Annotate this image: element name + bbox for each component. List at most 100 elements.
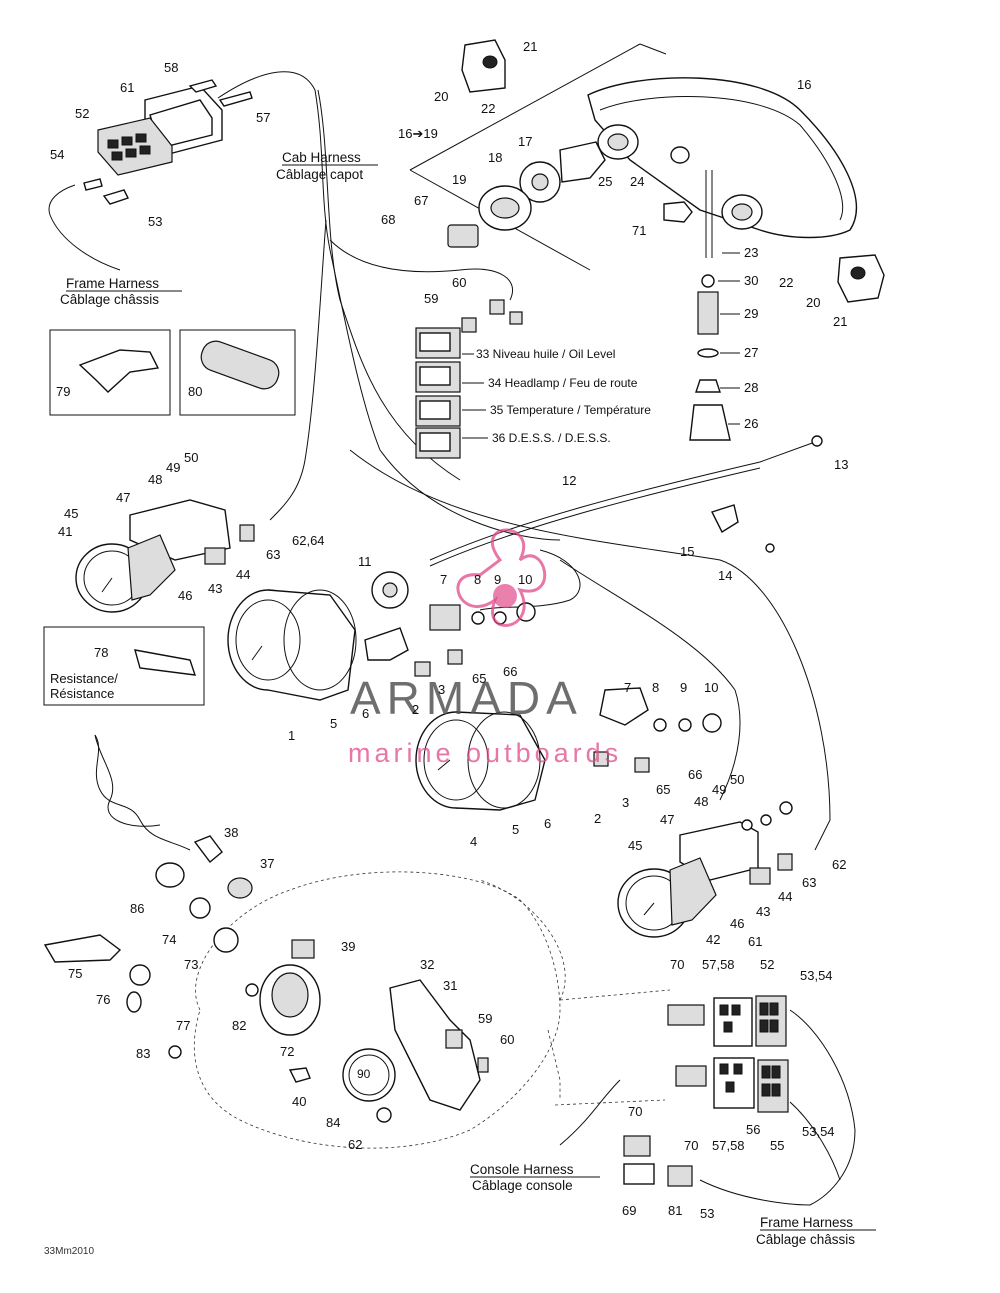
callout-53: 53	[148, 214, 162, 229]
lamp-34-label: 34 Headlamp / Feu de route	[488, 376, 638, 390]
callout-38: 38	[224, 825, 238, 840]
callout-61b: 61	[748, 934, 762, 949]
callout-49b: 49	[712, 782, 726, 797]
callout-48b: 48	[694, 794, 708, 809]
callout-5: 5	[330, 716, 337, 731]
callout-55: 55	[770, 1138, 784, 1153]
harness-labels: Cab Harness Câblage capot Frame Harness …	[44, 150, 876, 1257]
callout-78: 78	[94, 645, 108, 660]
callout-62c: 62	[348, 1137, 362, 1152]
callout-63b: 63	[802, 875, 816, 890]
callout-57-58: 57,58	[702, 957, 735, 972]
watermark-tagline: marine outboards	[348, 738, 622, 768]
callout-41: 41	[58, 524, 72, 539]
callout-2b: 2	[594, 811, 601, 826]
callout-65: 65	[472, 671, 486, 686]
gauge-assembly-4	[415, 687, 722, 811]
callout-52: 52	[75, 106, 89, 121]
gauge-assembly-1	[227, 571, 536, 701]
console-harness-label-en: Console Harness	[470, 1162, 574, 1177]
callout-54: 54	[50, 147, 64, 162]
callout-79: 79	[56, 384, 70, 399]
callout-47: 47	[116, 490, 130, 505]
headlamp-assembly	[447, 39, 885, 441]
callout-62b: 62	[832, 857, 846, 872]
callout-75: 75	[68, 966, 82, 981]
callout-69: 69	[622, 1203, 636, 1218]
gauge-readout: 90	[357, 1067, 371, 1081]
callout-59b: 59	[478, 1011, 492, 1026]
callout-10: 10	[518, 572, 532, 587]
callout-15: 15	[680, 544, 694, 559]
callout-59: 59	[424, 291, 438, 306]
callout-84: 84	[326, 1115, 340, 1130]
callout-73: 73	[184, 957, 198, 972]
callout-13: 13	[834, 457, 848, 472]
callout-44: 44	[236, 567, 250, 582]
resistance-label-en: Resistance/	[50, 671, 118, 686]
callout-70c: 70	[684, 1138, 698, 1153]
callout-39: 39	[341, 939, 355, 954]
callout-17: 17	[518, 134, 532, 149]
callout-37: 37	[260, 856, 274, 871]
watermark-brand: ARMADA	[350, 672, 583, 724]
callout-53-54b: 53,54	[802, 1124, 835, 1139]
callout-66: 66	[503, 664, 517, 679]
callout-12: 12	[562, 473, 576, 488]
gauge-assembly-left	[75, 499, 255, 613]
lamp-36-label: 36 D.E.S.S. / D.E.S.S.	[492, 431, 611, 445]
callout-22b: 22	[779, 275, 793, 290]
callout-5b: 5	[512, 822, 519, 837]
callout-32: 32	[420, 957, 434, 972]
callout-82: 82	[232, 1018, 246, 1033]
callout-19: 19	[452, 172, 466, 187]
callout-6: 6	[362, 706, 369, 721]
callout-7: 7	[440, 572, 447, 587]
callout-45: 45	[64, 506, 78, 521]
callout-50b: 50	[730, 772, 744, 787]
callout-56: 56	[746, 1122, 760, 1137]
callout-63: 63	[266, 547, 280, 562]
callout-67: 67	[414, 193, 428, 208]
callout-52b: 52	[760, 957, 774, 972]
callout-20: 20	[434, 89, 448, 104]
callout-21: 21	[523, 39, 537, 54]
callout-20b: 20	[806, 295, 820, 310]
callout-28: 28	[744, 380, 758, 395]
callout-14: 14	[718, 568, 732, 583]
callout-16: 16	[797, 77, 811, 92]
callout-57: 57	[256, 110, 270, 125]
callout-49: 49	[166, 460, 180, 475]
callout-6b: 6	[544, 816, 551, 831]
callout-68: 68	[381, 212, 395, 227]
callout-23: 23	[744, 245, 758, 260]
callout-83: 83	[136, 1046, 150, 1061]
fuse-box-assembly	[83, 79, 253, 205]
gauge-assembly-right	[617, 801, 793, 938]
callout-71: 71	[632, 223, 646, 238]
cab-harness-label-fr: Câblage capot	[276, 167, 363, 182]
frame-harness-bottom-fr: Câblage châssis	[756, 1232, 855, 1247]
callout-86: 86	[130, 901, 144, 916]
callout-9: 9	[494, 572, 501, 587]
console-harness-label-fr: Câblage console	[472, 1178, 573, 1193]
callout-43b: 43	[756, 904, 770, 919]
callout-7b: 7	[624, 680, 631, 695]
callout-1: 1	[288, 728, 295, 743]
callout-21b: 21	[833, 314, 847, 329]
callout-2: 2	[412, 702, 419, 717]
callout-60: 60	[452, 275, 466, 290]
callout-65b: 65	[656, 782, 670, 797]
callout-4: 4	[470, 834, 477, 849]
resistance-label-fr: Résistance	[50, 686, 114, 701]
callout-53b: 53	[700, 1206, 714, 1221]
lamp-35-label: 35 Temperature / Température	[490, 403, 651, 417]
callout-60b: 60	[500, 1032, 514, 1047]
callout-76: 76	[96, 992, 110, 1007]
callout-66b: 66	[688, 767, 702, 782]
callout-43: 43	[208, 581, 222, 596]
indicator-lamps	[415, 299, 523, 459]
speedo-cable	[711, 435, 823, 553]
callout-16-19: 16➔19	[398, 126, 438, 141]
